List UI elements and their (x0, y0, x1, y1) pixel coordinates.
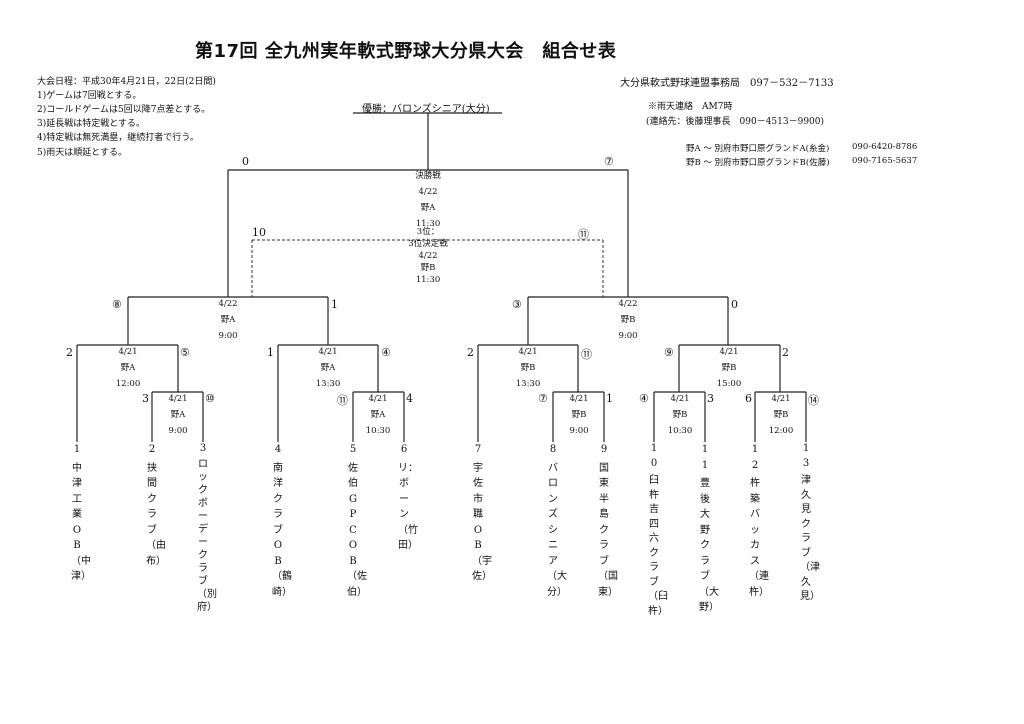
office-contact: 大分県軟式野球連盟事務局 097－532－7133 (620, 78, 834, 89)
r1-score-left: ⑪ (337, 394, 348, 407)
rule-line: 1)ゲームは7回戦とする。 (37, 91, 142, 101)
rule-line: 3)延長戦は特定戦とする。 (37, 119, 145, 129)
third-score-right: ⑪ (578, 228, 589, 241)
semi-score-left: ③ (512, 298, 522, 311)
r1-score-right: ⑭ (808, 394, 819, 407)
rule-line: 5)雨天は順延とする。 (37, 148, 127, 158)
final-score-right: ⑦ (604, 155, 614, 168)
qf-score-left: ⑨ (664, 346, 674, 359)
qf-score-left: 1 (267, 346, 274, 359)
r1-score-right: 4 (406, 392, 413, 405)
rule-line: 2)コールドゲームは5回以降7点差とする。 (37, 105, 211, 115)
r1-score-left: ④ (639, 392, 649, 405)
qf-score-right: ⑤ (180, 346, 190, 359)
rain-contact: (連絡先：後藤理事長 090－4513－9900) (646, 117, 825, 127)
qf-score-right: 2 (782, 346, 789, 359)
ground-b-tel: 090-7165-5637 (852, 156, 918, 166)
rain-notice: ※雨天連絡 AM7時 (648, 102, 733, 112)
r1-score-right: ⑩ (205, 392, 215, 405)
rule-line: 4)特定戦は無死満塁，継続打者で行う。 (37, 133, 199, 143)
rule-line: 大会日程：平成30年4月21日，22日(2日間) (37, 77, 216, 87)
semi-score-right: 0 (731, 298, 738, 311)
qf-score-left: 2 (467, 346, 474, 359)
qf-score-right: ④ (381, 346, 391, 359)
r1-score-left: ⑦ (538, 392, 548, 405)
ground-a: 野A ～ 別府市野口原グランドA(糸金) (686, 144, 830, 154)
winner-label: 優勝：バロンズシニア(大分) (362, 104, 490, 115)
page-title: 第17回 全九州実年軟式野球大分県大会 組合せ表 (195, 41, 617, 62)
r1-score-right: 1 (606, 392, 613, 405)
qf-score-left: 2 (66, 346, 73, 359)
ground-a-tel: 090-6420-8786 (852, 142, 918, 152)
r1-score-left: 6 (745, 392, 752, 405)
final-score-left: 0 (242, 155, 249, 168)
r1-score-left: 3 (142, 392, 149, 405)
r1-score-right: 3 (707, 392, 714, 405)
semi-score-left: ⑧ (112, 298, 122, 311)
qf-score-right: ⑪ (581, 348, 592, 361)
third-score-left: 10 (252, 226, 266, 239)
ground-b: 野B ～ 別府市野口原グランドB(佐藤) (686, 158, 830, 168)
semi-score-right: 1 (331, 298, 338, 311)
